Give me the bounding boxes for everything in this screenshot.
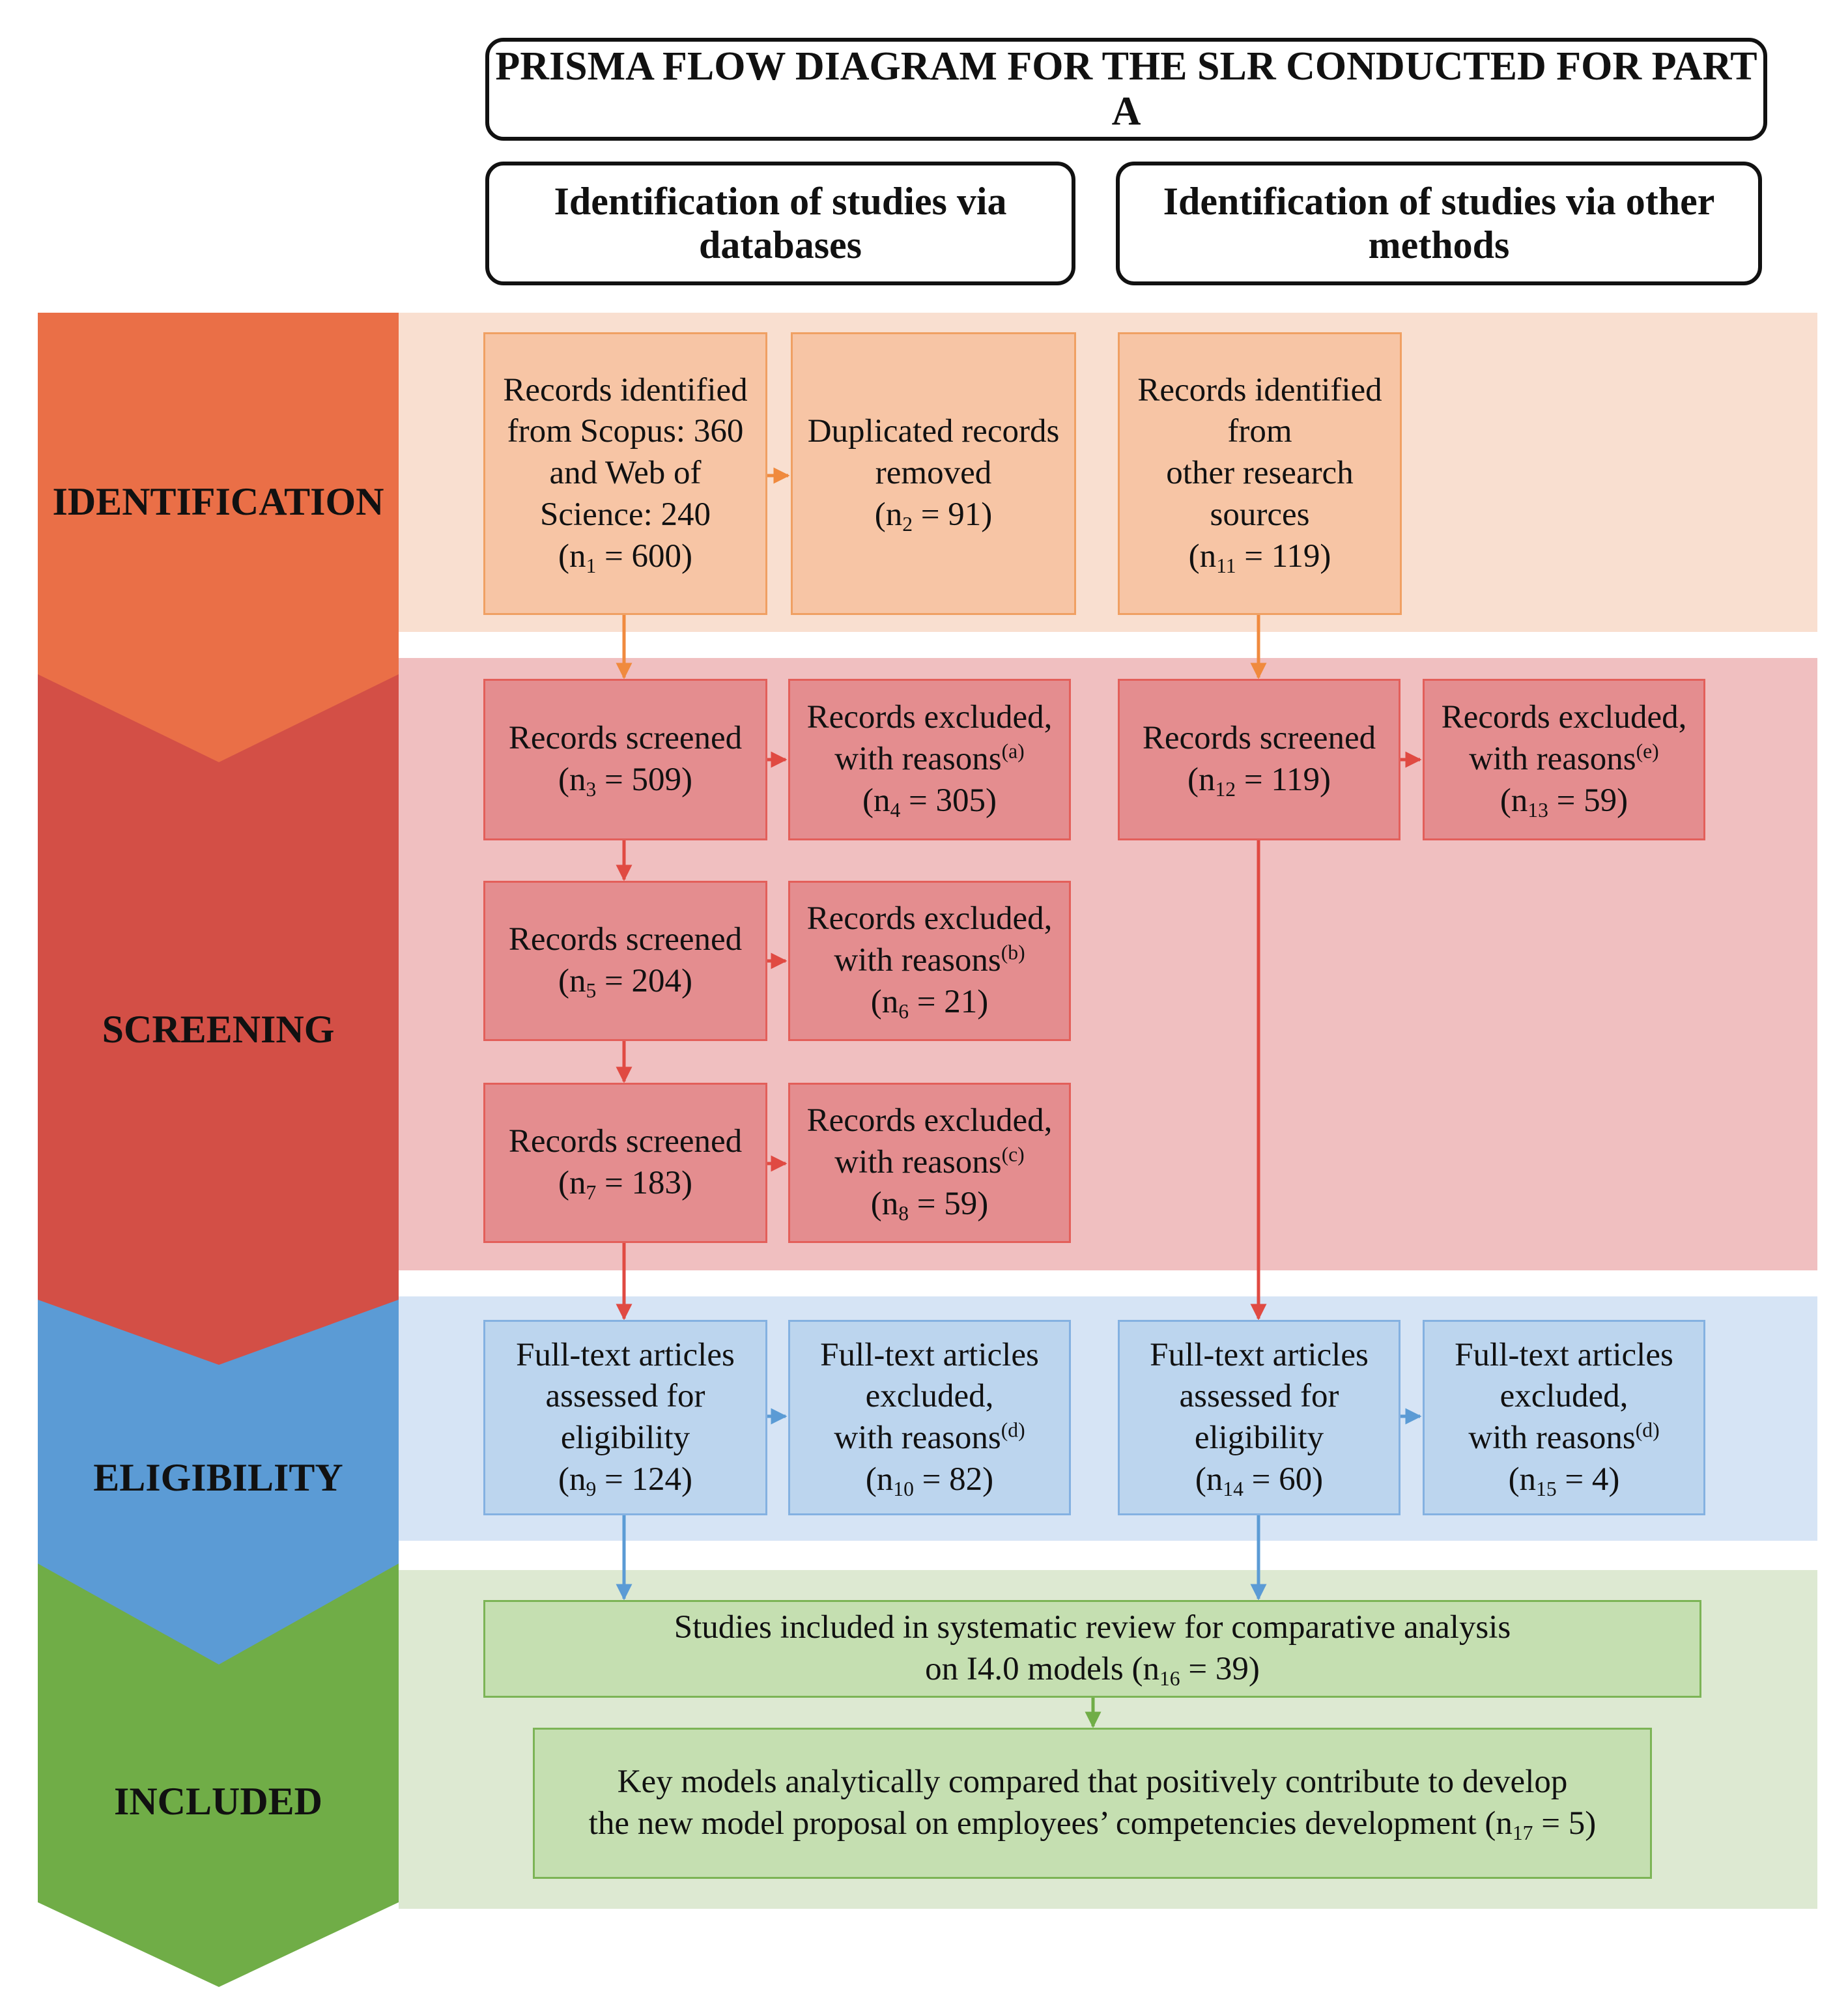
box-db-fulltext-assessed: Full-text articles assessed for eligibil… <box>483 1320 767 1515</box>
stage-chevrons <box>38 313 399 1987</box>
chevron-eligibility <box>38 1300 399 1665</box>
stage-label-screening: SCREENING <box>102 1007 335 1051</box>
stage-label-identification: IDENTIFICATION <box>52 479 384 523</box>
box-studies-included: Studies included in systematic review fo… <box>483 1600 1701 1698</box>
chevron-screening <box>38 674 399 1365</box>
box-other-records-excluded: Records excluded, with reasons(e) (n13 =… <box>1423 679 1705 840</box>
stage-label-included: INCLUDED <box>113 1779 323 1823</box>
chevron-included <box>38 1564 399 1987</box>
box-db-fulltext-excluded: Full-text articles excluded, with reason… <box>788 1320 1071 1515</box>
box-other-fulltext-assessed: Full-text articles assessed for eligibil… <box>1118 1320 1400 1515</box>
box-db-records-identified: Records identified from Scopus: 360 and … <box>483 332 767 615</box>
diagram-title: PRISMA FLOW DIAGRAM FOR THE SLR CONDUCTE… <box>485 38 1767 141</box>
box-other-records-screened: Records screened (n12 = 119) <box>1118 679 1400 840</box>
box-db-records-excluded-1: Records excluded, with reasons(a) (n4 = … <box>788 679 1071 840</box>
box-db-records-excluded-2: Records excluded, with reasons(b) (n6 = … <box>788 881 1071 1041</box>
stage-label-eligibility: ELIGIBILITY <box>93 1455 343 1499</box>
box-db-records-screened-3: Records screened (n7 = 183) <box>483 1083 767 1243</box>
box-db-records-screened-2: Records screened (n5 = 204) <box>483 881 767 1041</box>
column-header-databases: Identification of studies via databases <box>485 162 1075 285</box>
box-db-duplicates-removed: Duplicated records removed (n2 = 91) <box>791 332 1076 615</box>
box-db-records-excluded-3: Records excluded, with reasons(c) (n8 = … <box>788 1083 1071 1243</box>
box-other-records-identified: Records identified from other research s… <box>1118 332 1402 615</box>
column-header-other-methods: Identification of studies via other meth… <box>1116 162 1762 285</box>
box-key-models-compared: Key models analytically compared that po… <box>533 1728 1652 1879</box>
chevron-identification <box>38 313 399 762</box>
box-other-fulltext-excluded: Full-text articles excluded, with reason… <box>1423 1320 1705 1515</box>
box-db-records-screened-1: Records screened (n3 = 509) <box>483 679 767 840</box>
